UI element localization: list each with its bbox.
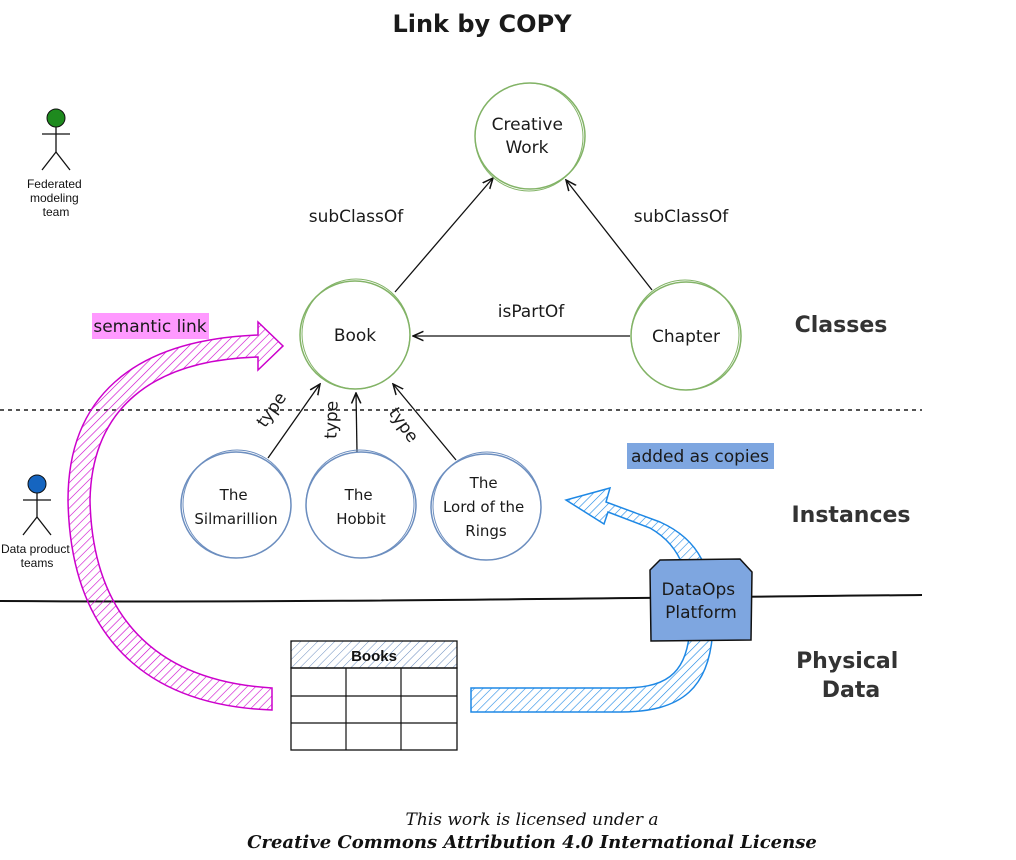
- layer-label-physical-1: Physical: [796, 649, 898, 674]
- edge-type-lotr: [393, 384, 457, 461]
- svg-text:The Hobbit: The Hobbit: [336, 486, 386, 528]
- hobbit-line-2: Hobbit: [336, 510, 386, 528]
- edge-label-subclassof-left: subClassOf: [309, 207, 405, 227]
- layer-label-classes: Classes: [795, 313, 888, 338]
- layer-separator-solid: [0, 594, 923, 603]
- data-product-label-2: teams: [21, 556, 54, 570]
- semantic-link-label: semantic link: [93, 317, 206, 337]
- book-label: Book: [334, 326, 376, 346]
- svg-text:Physical Data: Physical Data: [796, 649, 906, 703]
- edge-chapter-subclassof: [566, 180, 653, 291]
- class-node-book: Book: [299, 278, 411, 390]
- layer-label-instances: Instances: [791, 503, 910, 528]
- added-as-copies-label: added as copies: [631, 447, 769, 467]
- edge-book-subclassof: [394, 178, 493, 293]
- creative-work-line-2: Work: [505, 138, 548, 158]
- svg-text:Federated modeling: Federated modeling team: [27, 177, 85, 219]
- actor-head-icon: [46, 108, 66, 128]
- class-node-creative-work: Creative Work: [474, 82, 586, 192]
- dataops-platform-box: DataOps Platform: [649, 558, 753, 642]
- diagram-title: Link by COPY: [392, 10, 572, 38]
- svg-text:Data product teams: Data product teams: [1, 542, 73, 570]
- layer-label-physical-2: Data: [822, 678, 880, 703]
- license-line-1: This work is licensed under a: [405, 810, 658, 830]
- data-product-label-1: Data product: [1, 542, 70, 556]
- hobbit-line-1: The: [344, 486, 373, 504]
- instance-node-silmarillion: The Silmarillion: [180, 449, 292, 559]
- edge-label-type-1: type: [253, 389, 291, 432]
- instance-node-hobbit: The Hobbit: [305, 449, 417, 559]
- edge-label-ispartof: isPartOf: [498, 302, 566, 322]
- chapter-label: Chapter: [652, 327, 720, 347]
- books-table: Books: [290, 640, 458, 751]
- svg-text:Creative Work: Creative Work: [492, 115, 569, 158]
- edge-type-hobbit: [356, 393, 357, 453]
- lotr-line-1: The: [469, 474, 498, 492]
- added-as-copies-arrow: [470, 486, 714, 713]
- edge-type-silmarillion: [267, 384, 320, 459]
- platform-line-1: DataOps: [661, 580, 735, 600]
- lotr-line-2: Lord of the: [443, 498, 524, 516]
- silmarillion-line-2: Silmarillion: [194, 510, 277, 528]
- semantic-link-callout: semantic link: [92, 313, 209, 339]
- federated-label-3: team: [43, 205, 70, 219]
- added-as-copies-callout: added as copies: [627, 443, 774, 469]
- actor-data-product-teams: Data product teams: [1, 474, 73, 570]
- actor-head-icon: [27, 474, 47, 494]
- class-node-chapter: Chapter: [630, 279, 742, 391]
- platform-line-2: Platform: [665, 603, 737, 623]
- edge-label-subclassof-right: subClassOf: [634, 207, 730, 227]
- edge-label-type-2: type: [321, 400, 342, 439]
- lotr-line-3: Rings: [465, 522, 507, 540]
- svg-text:The Lord of the Ri: The Lord of the Rings: [443, 474, 529, 540]
- svg-text:The Silmarillion: The Silmarillion: [194, 486, 277, 528]
- semantic-link-arrow: [67, 320, 285, 711]
- silmarillion-line-1: The: [219, 486, 248, 504]
- federated-label-2: modeling: [30, 191, 79, 205]
- actor-federated-modeling-team: Federated modeling team: [27, 108, 85, 219]
- svg-text:DataOps Platform: DataOps Platform: [661, 580, 740, 623]
- creative-work-line-1: Creative: [492, 115, 563, 135]
- license-line-2: Creative Commons Attribution 4.0 Interna…: [247, 832, 817, 853]
- federated-label-1: Federated: [27, 177, 82, 191]
- books-table-header: Books: [351, 648, 397, 665]
- instance-node-lotr: The Lord of the Rings: [430, 451, 542, 561]
